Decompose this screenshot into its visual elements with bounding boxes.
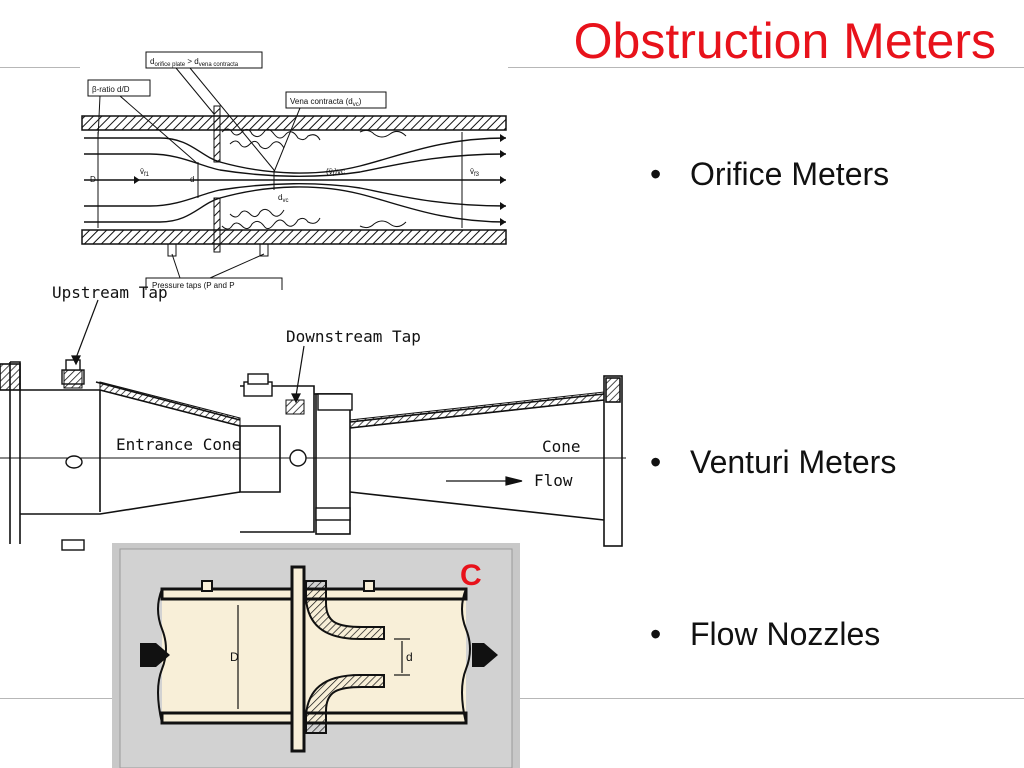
downstream-tap-label: Downstream Tap (286, 327, 421, 346)
pressure-tap-downstream (259, 243, 269, 257)
footer-rule-right (520, 698, 1024, 699)
velocity-v1-label: v̄f1 (140, 167, 150, 178)
flow-label: Flow (534, 471, 573, 490)
orifice-plate-top (213, 105, 221, 163)
dimension-lines (97, 132, 463, 228)
beta-label: β-ratio d/D (92, 85, 130, 94)
plate-label: dorifice plate > dvena contracta (150, 57, 239, 68)
flow-arrowheads (134, 134, 506, 226)
streamlines (84, 137, 507, 223)
diameter-D-label: D (90, 175, 96, 184)
bullet-text: Orifice Meters (690, 156, 890, 192)
downstream-tap-fitting (285, 399, 305, 415)
corner-letter: C (460, 559, 482, 592)
orifice-plate-bottom (213, 197, 221, 253)
nozzle-body-top (305, 580, 385, 640)
leader-lines (97, 67, 301, 279)
nozzle-flange (290, 565, 306, 753)
bullet-text: Flow Nozzles (690, 616, 881, 652)
velocity-v3-label: v̄f3 (470, 167, 480, 178)
venturi-inlet-hatch (99, 381, 241, 427)
pipe-break-right (461, 588, 471, 724)
inflow-arrow (140, 643, 170, 667)
bullet-text: Venturi Meters (690, 444, 897, 480)
cone-label: Cone (542, 437, 581, 456)
title-rule-right (508, 67, 1024, 68)
velocity-vvc-label: (v̄f)vc (326, 167, 345, 178)
outflow-arrow (472, 643, 498, 667)
upstream-tap-fitting (63, 369, 83, 389)
nozzle-tap-upstream (201, 580, 213, 592)
bullet-venturi: • Venturi Meters (650, 444, 896, 481)
slide-title: Obstruction Meters (573, 13, 996, 69)
vena-label: Vena contracta (dvc) (290, 97, 362, 108)
bullet-dot: • (650, 444, 662, 480)
beta-label-box (87, 79, 151, 97)
taps-label: Pressure taps (P and P (152, 281, 235, 290)
diameter-d-label: d (190, 175, 194, 184)
venturi-leaders (71, 299, 523, 486)
vena-label-box (285, 91, 387, 109)
nozzle-body-bottom (305, 674, 385, 734)
bullet-nozzle: • Flow Nozzles (650, 616, 880, 653)
nozzle-D-label: D (230, 650, 239, 664)
upstream-tap-label: Upstream Tap (52, 283, 168, 302)
nozzle-tap-downstream (363, 580, 375, 592)
plate-label-box (145, 51, 263, 69)
bullet-orifice: • Orifice Meters (650, 156, 889, 193)
entrance-cone-label: Entrance Cone (116, 435, 241, 454)
orifice-meter-diagram: dorifice plate > dvena contracta β-ratio… (81, 51, 507, 290)
eddy-region (221, 128, 407, 230)
pipe-break-left (157, 588, 167, 724)
pressure-tap-upstream (167, 243, 177, 257)
bolts (61, 359, 353, 551)
pipe-wall-bottom (81, 229, 507, 245)
dvc-label: dvc (278, 193, 288, 204)
venturi-wall-hatch (349, 391, 605, 429)
nozzle-d-label: d (406, 650, 413, 664)
venturi-body-outline (0, 361, 626, 547)
title-rule-left (0, 67, 80, 68)
bullet-dot: • (650, 616, 662, 652)
bullet-dot: • (650, 156, 662, 192)
taps-label-box (145, 277, 283, 290)
flow-nozzle-diagram: D d C (112, 543, 520, 768)
venturi-meter-diagram: Upstream Tap Downstream Tap Entrance Con… (0, 283, 626, 551)
footer-rule-left (0, 698, 112, 699)
nozzle-dimensions (237, 605, 410, 709)
